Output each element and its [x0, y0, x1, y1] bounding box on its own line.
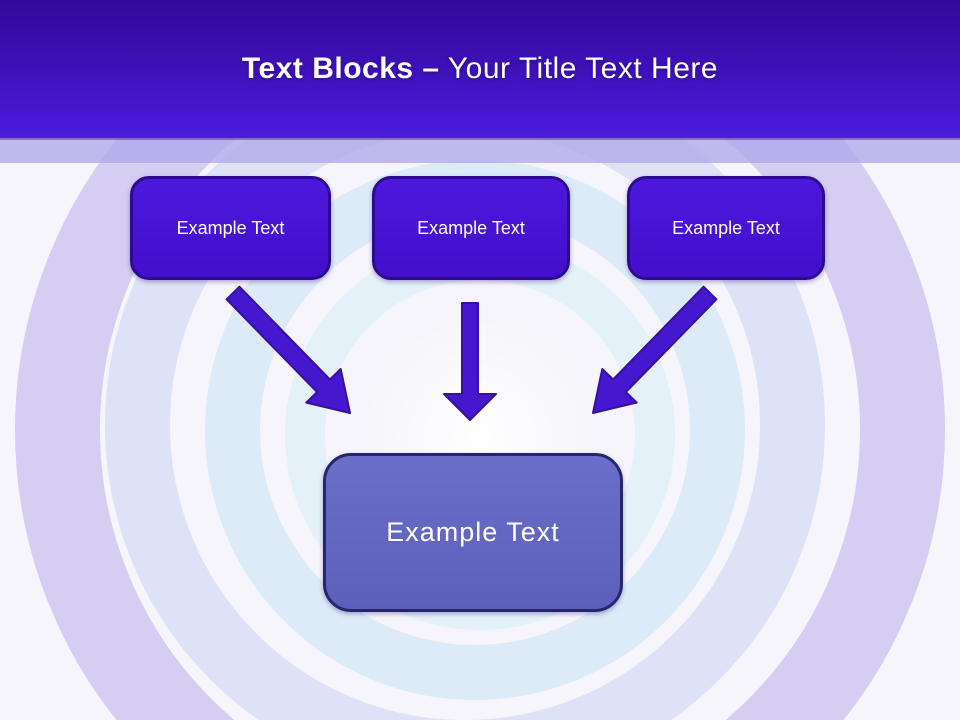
- text-block-3[interactable]: Example Text: [627, 176, 825, 280]
- title-bar: Text Blocks – Your Title Text Here: [0, 0, 960, 138]
- slide-title-regular: Your Title Text Here: [439, 52, 719, 85]
- text-block-2-label: Example Text: [417, 217, 525, 238]
- text-block-1[interactable]: Example Text: [130, 176, 331, 280]
- header-accent-band: [0, 138, 960, 163]
- center-text-block[interactable]: Example Text: [323, 453, 623, 612]
- slide-title: Text Blocks – Your Title Text Here: [0, 52, 960, 86]
- text-block-1-label: Example Text: [176, 217, 285, 238]
- center-text-block-label: Example Text: [386, 517, 560, 547]
- text-block-3-label: Example Text: [672, 217, 780, 238]
- text-block-2[interactable]: Example Text: [372, 176, 570, 280]
- slide-title-bold: Text Blocks –: [241, 52, 440, 85]
